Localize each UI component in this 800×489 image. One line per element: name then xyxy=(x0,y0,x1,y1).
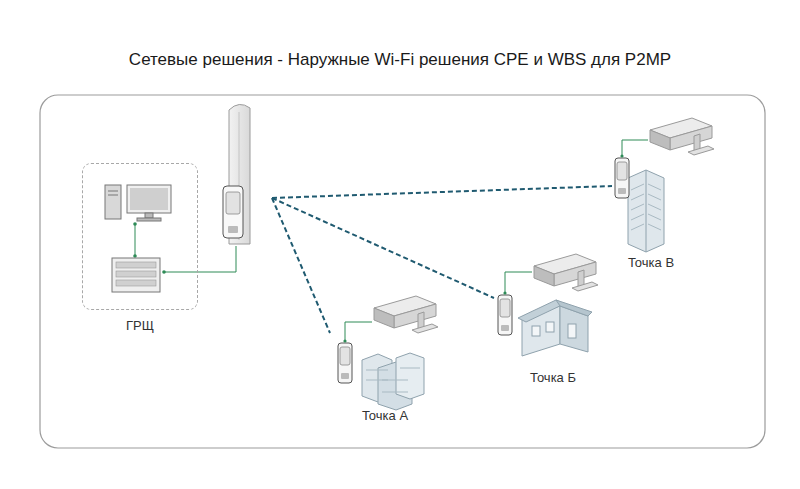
site-label: Точка А xyxy=(362,408,408,423)
group-box: ГРЩ xyxy=(82,163,198,310)
diagram-title: Сетевые решения - Наружные Wi-Fi решения… xyxy=(0,50,800,70)
switch-symbol xyxy=(112,258,160,292)
outer-frame xyxy=(40,95,765,448)
cable-end xyxy=(162,270,166,274)
site-label: Точка Б xyxy=(530,370,576,385)
site-c xyxy=(615,118,714,252)
group-heading: ГРЩ xyxy=(83,318,197,333)
site-label: Точка В xyxy=(628,255,674,270)
site-a xyxy=(338,296,438,410)
site-b xyxy=(498,254,598,356)
cable-line xyxy=(164,246,236,272)
sector-antenna xyxy=(223,104,250,244)
computer-symbol xyxy=(105,185,171,221)
link-line xyxy=(133,222,137,258)
